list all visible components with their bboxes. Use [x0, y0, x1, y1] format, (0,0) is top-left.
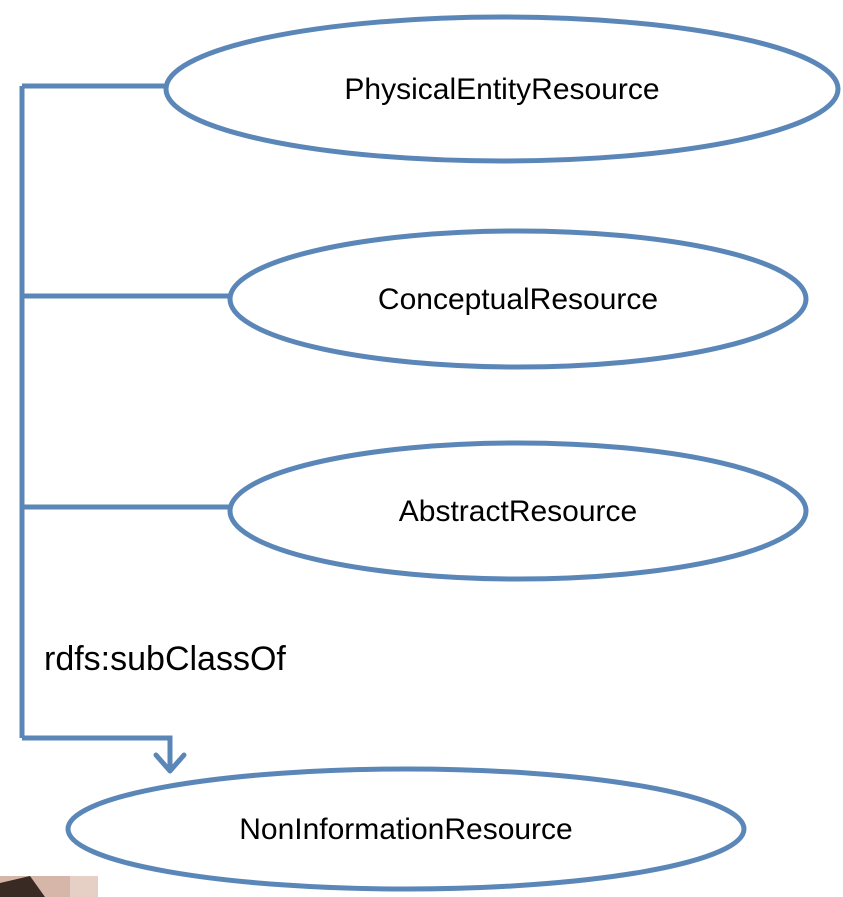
- branch-to-target: [22, 735, 173, 768]
- photo-fragment: [0, 876, 98, 897]
- node-abstract-resource: AbstractResource: [227, 440, 809, 582]
- node-conceptual-resource: ConceptualResource: [227, 228, 809, 370]
- node-non-information-resource: NonInformationResource: [65, 766, 747, 892]
- edge-label-subclassof: rdfs:subClassOf: [44, 640, 286, 678]
- node-physical-entity-resource: PhysicalEntityResource: [163, 14, 841, 164]
- node-ellipse: [227, 228, 809, 370]
- node-label: ConceptualResource: [378, 283, 658, 316]
- node-label: PhysicalEntityResource: [344, 73, 659, 106]
- arrowhead-icon: [153, 752, 187, 774]
- node-label: NonInformationResource: [239, 813, 573, 846]
- node-ellipse: [65, 766, 747, 892]
- node-ellipse: [163, 14, 841, 164]
- connector-lines: [19, 83, 232, 768]
- node-ellipse: [227, 440, 809, 582]
- node-label: AbstractResource: [399, 495, 637, 528]
